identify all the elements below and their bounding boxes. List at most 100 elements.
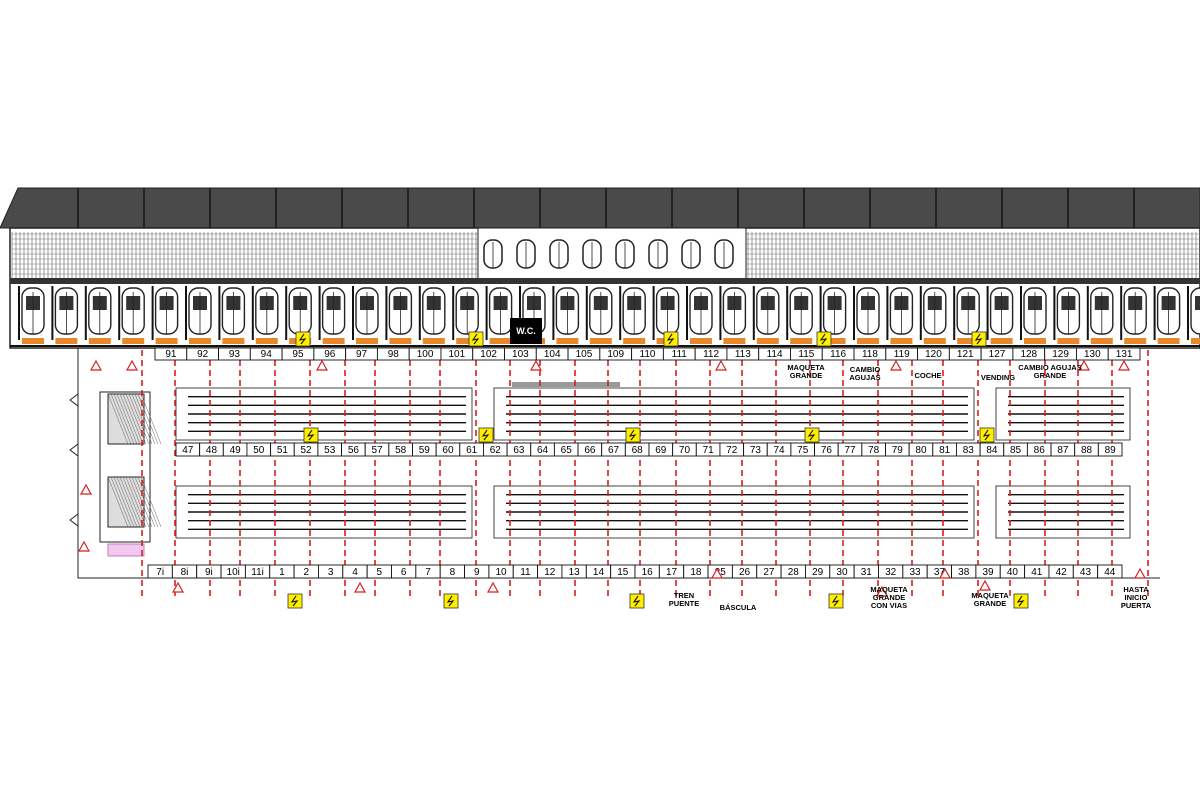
power-bolt-icon bbox=[306, 429, 315, 441]
hatch-line bbox=[113, 393, 135, 445]
stall-number: 105 bbox=[576, 349, 593, 360]
stall-number: 61 bbox=[466, 445, 478, 456]
stall-number: 41 bbox=[1031, 567, 1043, 578]
orange-strip bbox=[222, 338, 245, 344]
stall-number: 5 bbox=[377, 567, 383, 578]
area-label: INICIO bbox=[1125, 593, 1148, 602]
stall-number: 73 bbox=[750, 445, 762, 456]
orange-strip bbox=[88, 338, 111, 344]
fire-extinguisher-icon bbox=[978, 579, 992, 591]
stall-number: 77 bbox=[844, 445, 856, 456]
stall-number: 111 bbox=[672, 349, 688, 360]
stall-number: 88 bbox=[1081, 445, 1093, 456]
stall-number: 85 bbox=[1010, 445, 1022, 456]
hall-floor bbox=[77, 348, 1160, 579]
hatch-line bbox=[119, 476, 141, 528]
orange-strip bbox=[556, 338, 579, 344]
stall-number: 10 bbox=[496, 567, 508, 578]
stall-number: 31 bbox=[861, 567, 873, 578]
stall-number: 52 bbox=[301, 445, 313, 456]
stall-number: 98 bbox=[388, 349, 400, 360]
stall-number: 32 bbox=[885, 567, 897, 578]
hatch-line bbox=[116, 476, 138, 528]
stall-number: 113 bbox=[735, 349, 751, 360]
hatch-line bbox=[125, 476, 147, 528]
stall-number: 56 bbox=[348, 445, 360, 456]
orange-strip bbox=[690, 338, 712, 344]
stall-number: 16 bbox=[642, 567, 654, 578]
orange-strip bbox=[1057, 338, 1080, 344]
stall-number: 131 bbox=[1116, 349, 1133, 360]
window-pane bbox=[1195, 296, 1200, 310]
power-bolt-icon bbox=[632, 595, 641, 607]
stall-number: 50 bbox=[253, 445, 265, 456]
stall-number: 49 bbox=[230, 445, 242, 456]
stall-number: 95 bbox=[292, 349, 304, 360]
stall-number: 127 bbox=[989, 349, 1006, 360]
stall-number: 86 bbox=[1034, 445, 1046, 456]
area-label: GRANDE bbox=[974, 599, 1007, 608]
stall-number: 14 bbox=[593, 567, 605, 578]
fire-extinguisher-icon bbox=[486, 581, 500, 593]
stall-number: 11 bbox=[520, 567, 531, 578]
stall-number: 12 bbox=[544, 567, 556, 578]
fire-extinguisher-icon bbox=[714, 359, 728, 371]
area-label: HASTA bbox=[1123, 585, 1149, 594]
stall-number: 9 bbox=[474, 567, 480, 578]
hatch-line bbox=[131, 393, 153, 445]
stall-number: 60 bbox=[442, 445, 454, 456]
fire-extinguisher-icon bbox=[125, 359, 139, 371]
stall-number: 102 bbox=[480, 349, 497, 360]
stall-number: 104 bbox=[544, 349, 561, 360]
stall-number: 38 bbox=[958, 567, 970, 578]
stall-number: 118 bbox=[862, 349, 878, 360]
stall-number: 74 bbox=[774, 445, 786, 456]
fire-extinguisher-icon bbox=[1077, 359, 1091, 371]
stall-number: 110 bbox=[640, 349, 656, 360]
orange-strip bbox=[890, 338, 913, 344]
fire-extinguisher-icon bbox=[1117, 359, 1131, 371]
fire-extinguisher-icon bbox=[529, 359, 543, 371]
power-bolt-icon bbox=[974, 333, 983, 345]
orange-strip bbox=[122, 338, 145, 344]
stall-number: 26 bbox=[739, 567, 751, 578]
wc-label: W.C. bbox=[516, 326, 536, 336]
power-bolt-icon bbox=[831, 595, 840, 607]
stall-number: 57 bbox=[371, 445, 383, 456]
hatch-line bbox=[134, 393, 156, 445]
area-label: CAMBIO AGUJAS bbox=[1018, 363, 1081, 372]
display-bar bbox=[512, 382, 620, 387]
power-bolt-icon bbox=[471, 333, 480, 345]
stall-number: 6 bbox=[401, 567, 407, 578]
stall-number: 47 bbox=[182, 445, 194, 456]
stall-number: 72 bbox=[726, 445, 738, 456]
orange-strip bbox=[823, 338, 846, 344]
hatch-line bbox=[134, 476, 156, 528]
hatch-line bbox=[113, 476, 135, 528]
stall-number: 69 bbox=[655, 445, 667, 456]
stall-number: 87 bbox=[1057, 445, 1069, 456]
orange-strip bbox=[422, 338, 445, 344]
door-icon bbox=[69, 443, 79, 457]
stall-number: 68 bbox=[632, 445, 644, 456]
stall-number: 8 bbox=[450, 567, 456, 578]
orange-strip bbox=[1090, 338, 1113, 344]
stall-number: 128 bbox=[1020, 349, 1037, 360]
orange-strip bbox=[489, 338, 512, 344]
orange-strip bbox=[456, 338, 479, 344]
hatched-area bbox=[107, 393, 145, 445]
stall-number: 40 bbox=[1007, 567, 1019, 578]
stall-number: 129 bbox=[1052, 349, 1069, 360]
stall-number: 83 bbox=[963, 445, 975, 456]
area-label: BÁSCULA bbox=[720, 603, 757, 612]
door-icon bbox=[69, 393, 79, 407]
orange-strip bbox=[155, 338, 178, 344]
stall-number: 112 bbox=[703, 349, 719, 360]
stall-number: 84 bbox=[986, 445, 998, 456]
power-bolt-icon bbox=[481, 429, 490, 441]
stall-number: 120 bbox=[925, 349, 942, 360]
roof bbox=[0, 187, 1200, 229]
area-label: CAMBIO bbox=[850, 365, 881, 374]
